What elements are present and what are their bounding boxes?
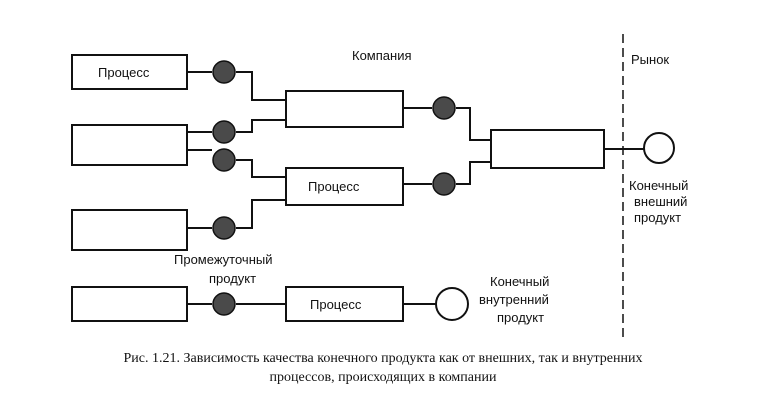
final-external-label-line1: Конечный [629,178,688,193]
final-external-label-line2: внешний [634,194,687,209]
wire-e [403,161,491,185]
node-6 [432,172,456,196]
final-internal-label-line2: внутренний [479,292,549,307]
figure-caption-line1: Рис. 1.21. Зависимость качества конечног… [124,351,643,366]
wire-b-top [187,119,286,133]
company-label: Компания [352,48,412,63]
node-7 [212,292,236,316]
intermediate-nodes [212,60,456,316]
market-label: Рынок [631,52,669,67]
box-bottom-process: Процесс [285,286,404,322]
box-final [490,129,605,169]
final-internal-node [435,287,469,321]
connection-wires [187,71,644,305]
node-2 [212,120,236,144]
box-b [71,124,188,166]
wire-a [187,71,286,101]
intermediate-label-line2: продукт [209,271,256,286]
box-middle-top [285,90,404,128]
node-4 [212,216,236,240]
wire-b-bottom [187,149,286,178]
box-middle-bottom-label: Процесс [308,179,360,194]
box-d [71,286,188,322]
box-a-label: Процесс [98,65,150,80]
figure-caption-line2: процессов, происходящих в компании [270,370,497,385]
box-middle-bottom: Процесс [285,167,404,206]
final-internal-label-line3: продукт [497,310,544,325]
node-3 [212,148,236,172]
wire-c [187,199,286,229]
box-bottom-process-label: Процесс [310,297,362,312]
final-external-node [643,132,675,164]
intermediate-label-line1: Промежуточный [174,252,272,267]
final-external-label-line3: продукт [634,210,681,225]
node-1 [212,60,236,84]
final-internal-label-line1: Конечный [490,274,549,289]
box-c [71,209,188,251]
node-5 [432,96,456,120]
wire-d [403,107,491,141]
box-a: Процесс [71,54,188,90]
